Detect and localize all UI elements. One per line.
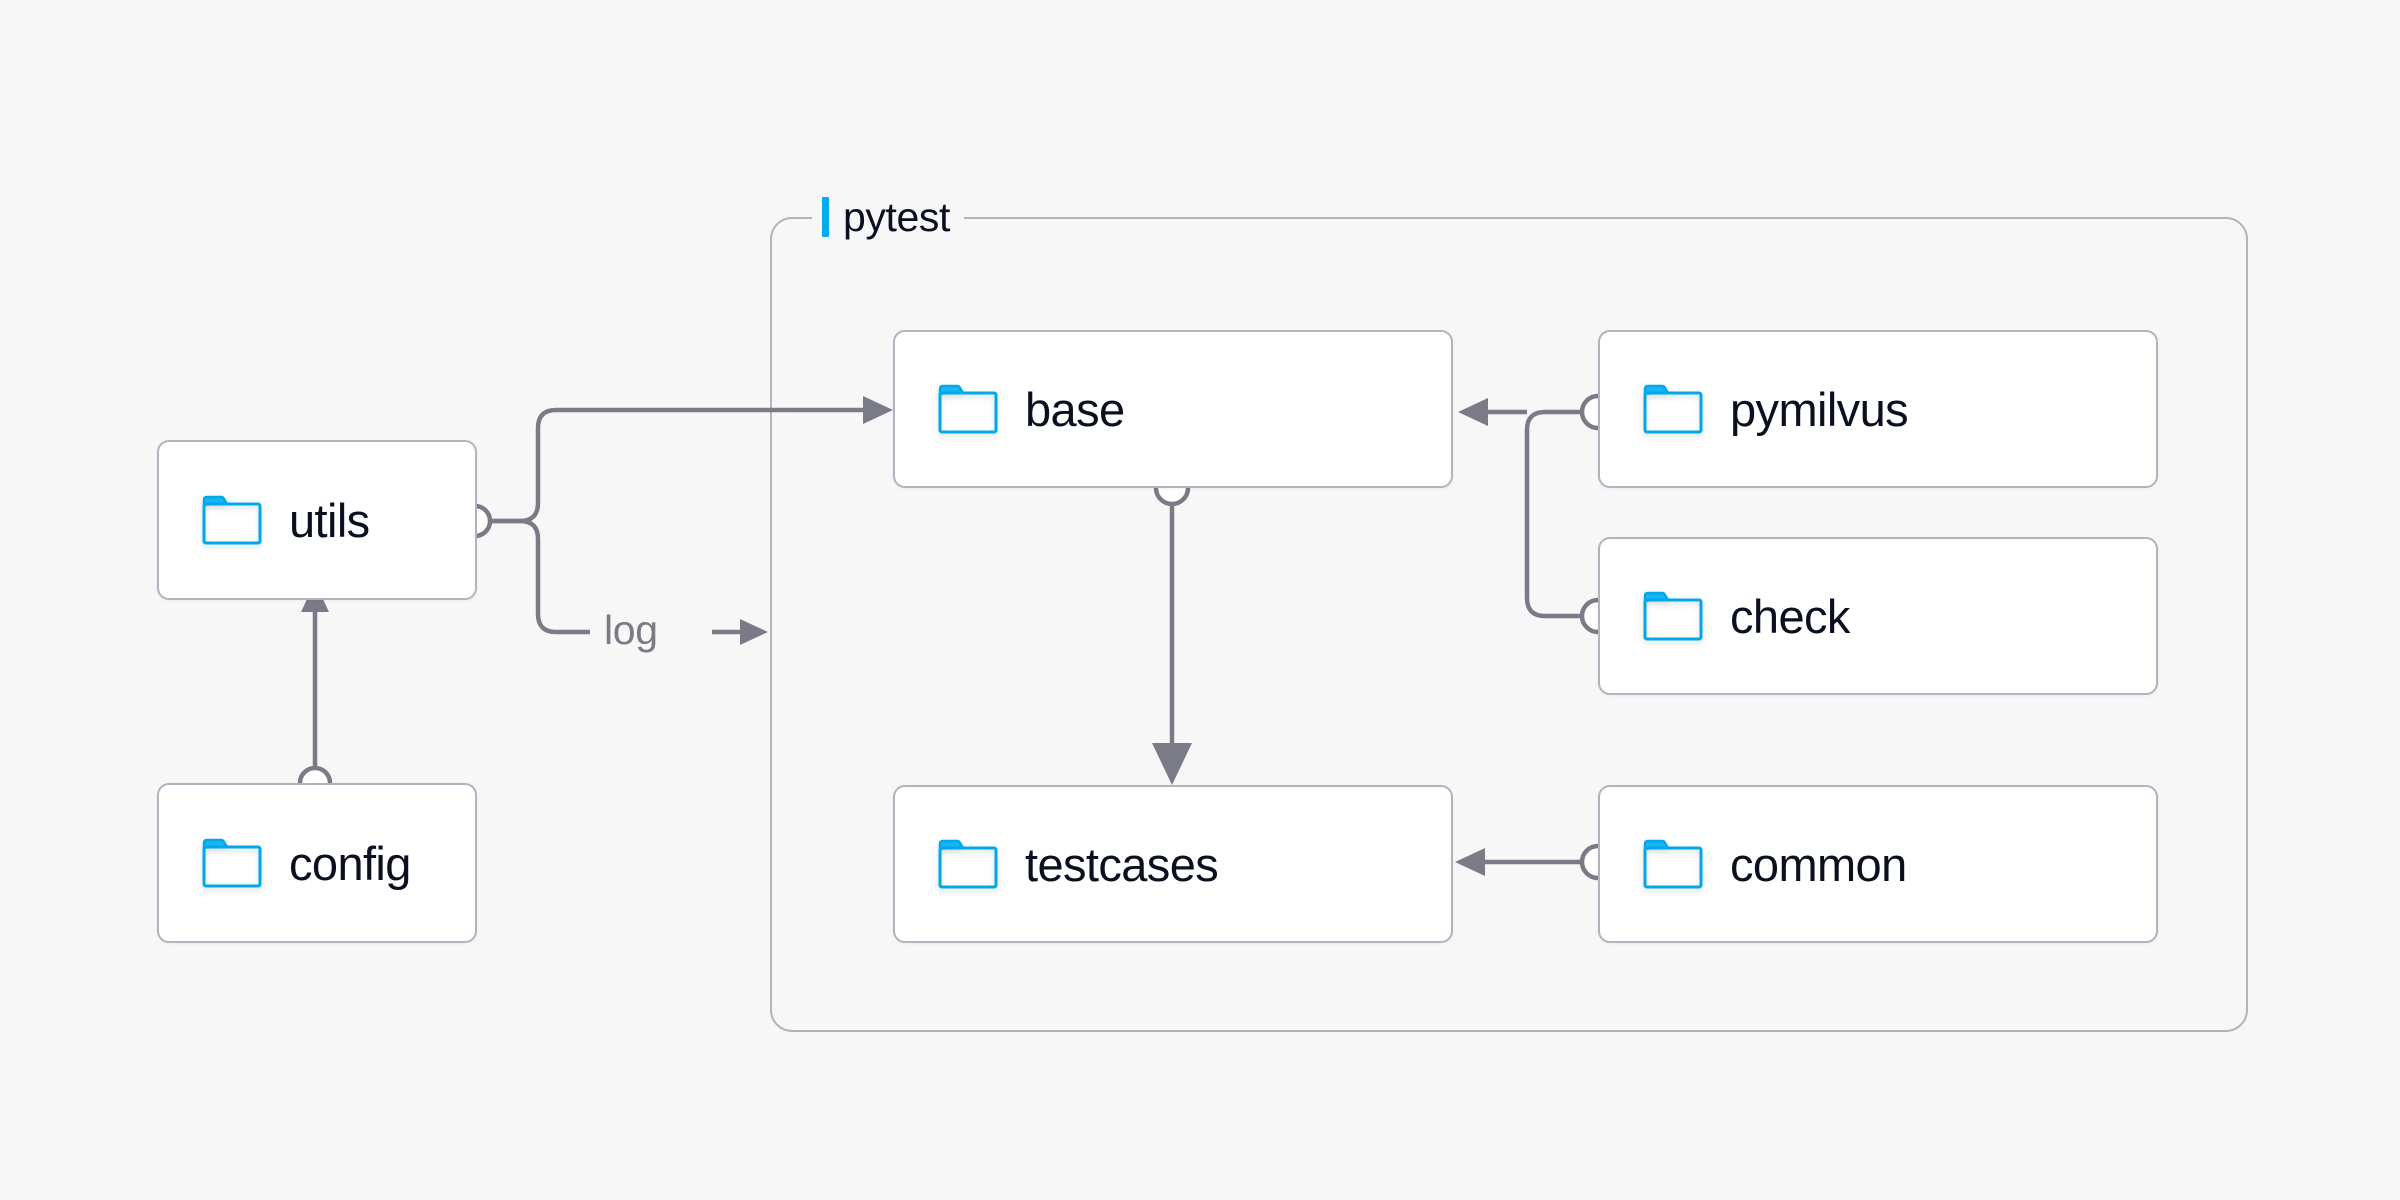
folder-icon [1643, 839, 1703, 889]
group-title: pytest [843, 193, 950, 240]
node-label-config: config [289, 836, 411, 890]
edge-label-log: log [604, 607, 658, 653]
folder-icon [1643, 591, 1703, 641]
group-accent-bar [822, 197, 829, 237]
folder-icon [202, 495, 262, 545]
node-label-common: common [1730, 837, 1907, 891]
node-testcases[interactable]: testcases [893, 785, 1453, 943]
folder-icon [938, 839, 998, 889]
node-common[interactable]: common [1598, 785, 2158, 943]
group-pytest-label: pytest [812, 190, 964, 244]
group-pytest[interactable] [770, 217, 2248, 1032]
node-pymilvus[interactable]: pymilvus [1598, 330, 2158, 488]
node-label-testcases: testcases [1025, 837, 1219, 891]
folder-icon [1643, 384, 1703, 434]
node-base[interactable]: base [893, 330, 1453, 488]
node-utils[interactable]: utils [157, 440, 477, 600]
folder-icon [202, 838, 262, 888]
node-label-pymilvus: pymilvus [1730, 382, 1909, 436]
edge-config-utils [297, 582, 333, 801]
folder-icon [938, 384, 998, 434]
node-label-check: check [1730, 589, 1850, 643]
node-label-utils: utils [289, 493, 370, 547]
node-config[interactable]: config [157, 783, 477, 943]
node-label-base: base [1025, 382, 1125, 436]
node-check[interactable]: check [1598, 537, 2158, 695]
